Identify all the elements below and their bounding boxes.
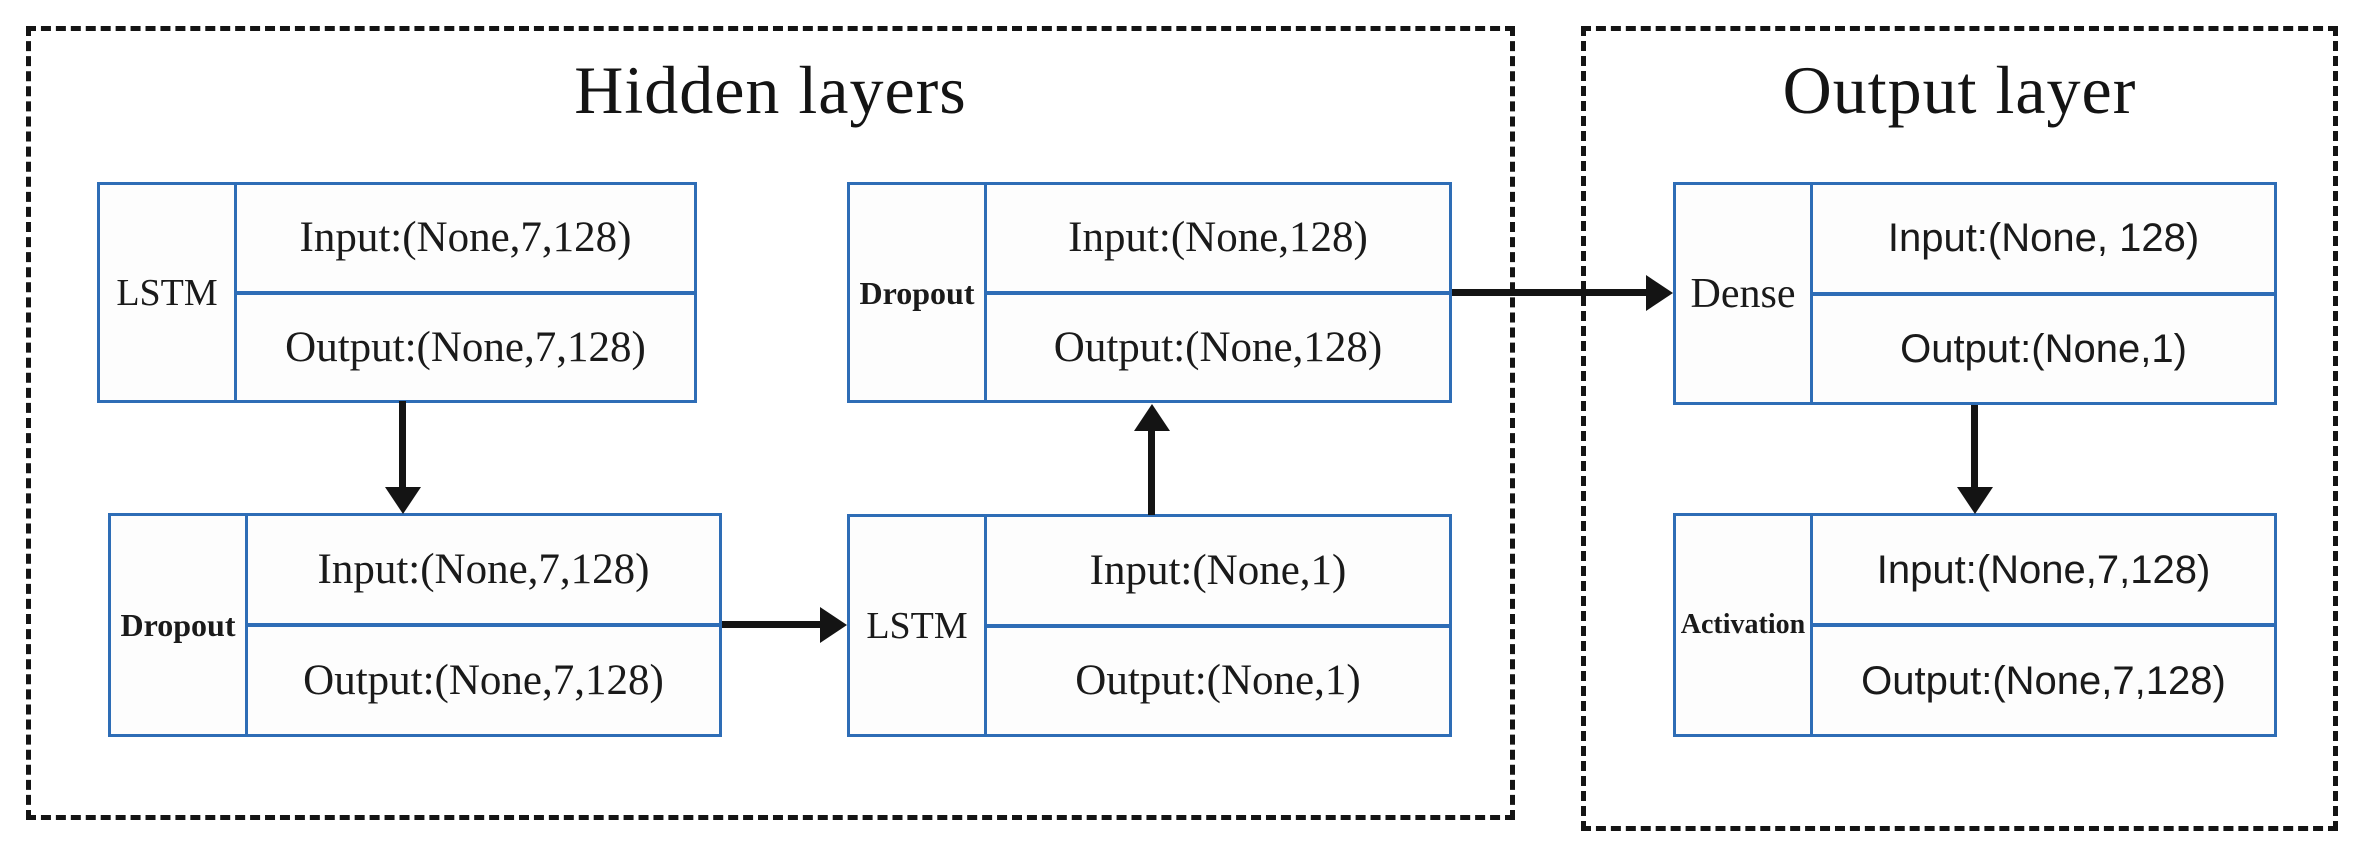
layer-name-lstm-1: LSTM [100,185,237,400]
output-layer-title: Output layer [1782,52,2137,128]
layer-input-shape: Input:(None,128) [987,185,1449,295]
layer-shapes: Input:(None,7,128) Output:(None,7,128) [248,516,719,734]
layer-output-shape: Output:(None,128) [1053,323,1383,371]
layer-name-lstm-2: LSTM [850,517,987,734]
layer-shapes: Input:(None,7,128) Output:(None,7,128) [1813,516,2274,734]
layer-box-lstm-1: LSTM Input:(None,7,128) Output:(None,7,1… [97,182,697,403]
hidden-layers-title: Hidden layers [574,52,967,128]
connector-dense-to-activation-line [1971,405,1978,490]
layer-input-shape: Input:(None,7,128) [237,185,694,295]
layer-input-shape: Input:(None, 128) [1813,185,2274,296]
layer-output-shape: Output:(None,7,128) [285,323,646,371]
connector-lstm2-to-dropout2-line [1148,428,1155,515]
layer-input-shape: Input:(None,7,128) [248,516,719,627]
connector-dropout2-to-dense-line [1452,289,1649,296]
layer-box-dropout-1: Dropout Input:(None,7,128) Output:(None,… [108,513,722,737]
layer-shapes: Input:(None,7,128) Output:(None,7,128) [237,185,694,400]
layer-shapes: Input:(None,128) Output:(None,128) [987,185,1449,400]
layer-output-shape: Output:(None,7,128) [1861,658,2226,703]
layer-shapes: Input:(None,1) Output:(None,1) [987,517,1449,734]
layer-shapes: Input:(None, 128) Output:(None,1) [1813,185,2274,402]
arrow-down-icon [385,487,421,514]
layer-output-shape: Output:(None,1) [1075,657,1361,705]
connector-dropout1-to-lstm2-line [722,621,824,628]
arrow-right-icon [820,607,847,643]
arrow-up-icon [1134,404,1170,431]
arrow-down-icon [1957,487,1993,514]
connector-lstm1-to-dropout1-line [399,401,406,491]
layer-box-dropout-2: Dropout Input:(None,128) Output:(None,12… [847,182,1452,403]
layer-name-activation: Activation [1676,516,1813,734]
hidden-layers-section: Hidden layers [26,26,1515,820]
layer-input-shape: Input:(None,7,128) [1813,516,2274,627]
layer-output-shape: Output:(None,7,128) [303,657,664,704]
layer-name-dropout-1: Dropout [111,516,248,734]
layer-box-dense: Dense Input:(None, 128) Output:(None,1) [1673,182,2277,405]
output-layer-section: Output layer [1581,26,2338,831]
layer-name-dense: Dense [1676,185,1813,402]
layer-box-activation: Activation Input:(None,7,128) Output:(No… [1673,513,2277,737]
layer-name-dropout-2: Dropout [850,185,987,400]
arrow-right-icon [1646,275,1673,311]
layer-input-shape: Input:(None,1) [987,517,1449,628]
layer-box-lstm-2: LSTM Input:(None,1) Output:(None,1) [847,514,1452,737]
layer-output-shape: Output:(None,1) [1900,326,2187,371]
